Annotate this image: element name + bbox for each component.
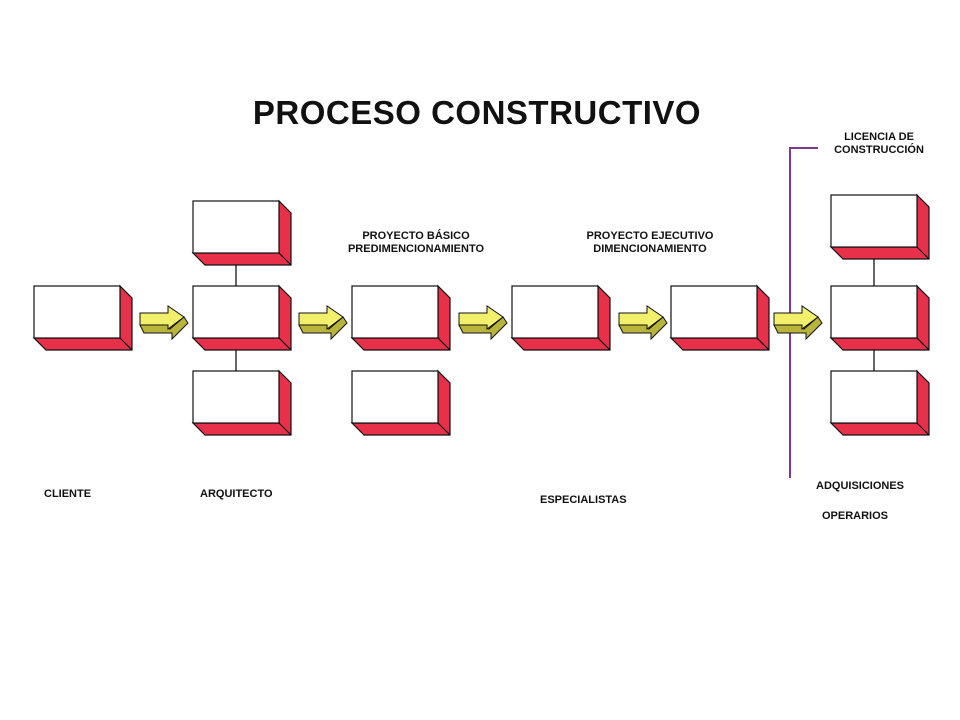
box-proyecto-ejecutivo <box>669 284 770 351</box>
process-boxes <box>32 193 930 436</box>
box-face <box>192 285 280 339</box>
arrow-body <box>618 305 664 330</box>
arrow-5 <box>773 305 823 341</box>
box-especialistas <box>510 284 611 351</box>
box-arquitecto-bottom <box>191 369 292 436</box>
arrow-body <box>298 305 344 330</box>
box-face <box>192 370 280 424</box>
box-proyecto-basico <box>350 284 451 351</box>
box-edge <box>437 422 451 436</box>
box-edge <box>278 252 292 266</box>
box-face <box>670 285 758 339</box>
licencia-line-1: LICENCIA DE <box>844 131 914 143</box>
role-cliente: CLIENTE <box>44 488 92 500</box>
licencia-bracket <box>789 147 818 478</box>
arrow-2 <box>298 305 348 341</box>
box-edge <box>119 337 133 351</box>
licencia-caption: LICENCIA DE CONSTRUCCIÓN <box>812 131 946 157</box>
arrow-1 <box>139 305 189 341</box>
role-arquitecto: ARQUITECTO <box>200 488 273 500</box>
bracket-line <box>789 147 818 478</box>
arrow-body <box>139 305 185 330</box>
proyecto-basico-caption: PROYECTO BÁSICO PREDIMENCIONAMIENTO <box>330 230 502 256</box>
proyecto-ejecutivo-line-2: DIMENCIONAMIENTO <box>593 243 707 255</box>
box-face <box>830 370 918 424</box>
box-edge <box>597 337 611 351</box>
box-proyecto-basico-bottom <box>350 369 451 436</box>
process-arrows <box>139 305 823 341</box>
role-operarios: OPERARIOS <box>822 510 889 522</box>
box-edge <box>916 337 930 351</box>
licencia-line-2: CONSTRUCCIÓN <box>834 144 924 156</box>
box-edge <box>278 337 292 351</box>
box-face <box>351 285 439 339</box>
box-arquitecto-mid <box>191 284 292 351</box>
arrow-body <box>458 305 504 330</box>
arrow-4 <box>618 305 668 341</box>
box-edge <box>756 337 770 351</box>
box-edge <box>437 337 451 351</box>
page-title: PROCESO CONSTRUCTIVO <box>252 94 702 131</box>
box-licencia-top <box>829 193 930 260</box>
box-edge <box>278 422 292 436</box>
box-arquitecto-top <box>191 199 292 266</box>
box-edge <box>916 246 930 260</box>
box-face <box>351 370 439 424</box>
proyecto-basico-line-1: PROYECTO BÁSICO <box>362 230 470 242</box>
proyecto-basico-line-2: PREDIMENCIONAMIENTO <box>347 243 485 255</box>
proyecto-ejecutivo-line-1: PROYECTO EJECUTIVO <box>586 230 714 242</box>
box-face <box>511 285 599 339</box>
box-face <box>33 285 121 339</box>
box-face <box>192 200 280 254</box>
box-face <box>830 194 918 248</box>
role-especialistas: ESPECIALISTAS <box>540 494 627 506</box>
role-adquisiciones: ADQUISICIONES <box>816 480 905 492</box>
arrow-3 <box>458 305 508 341</box>
box-construccion-mid <box>829 284 930 351</box>
proyecto-ejecutivo-caption: PROYECTO EJECUTIVO DIMENCIONAMIENTO <box>568 230 732 256</box>
box-edge <box>916 422 930 436</box>
box-face <box>830 285 918 339</box>
arrow-body <box>773 305 819 330</box>
box-construccion-bottom <box>829 369 930 436</box>
box-cliente <box>32 284 133 351</box>
